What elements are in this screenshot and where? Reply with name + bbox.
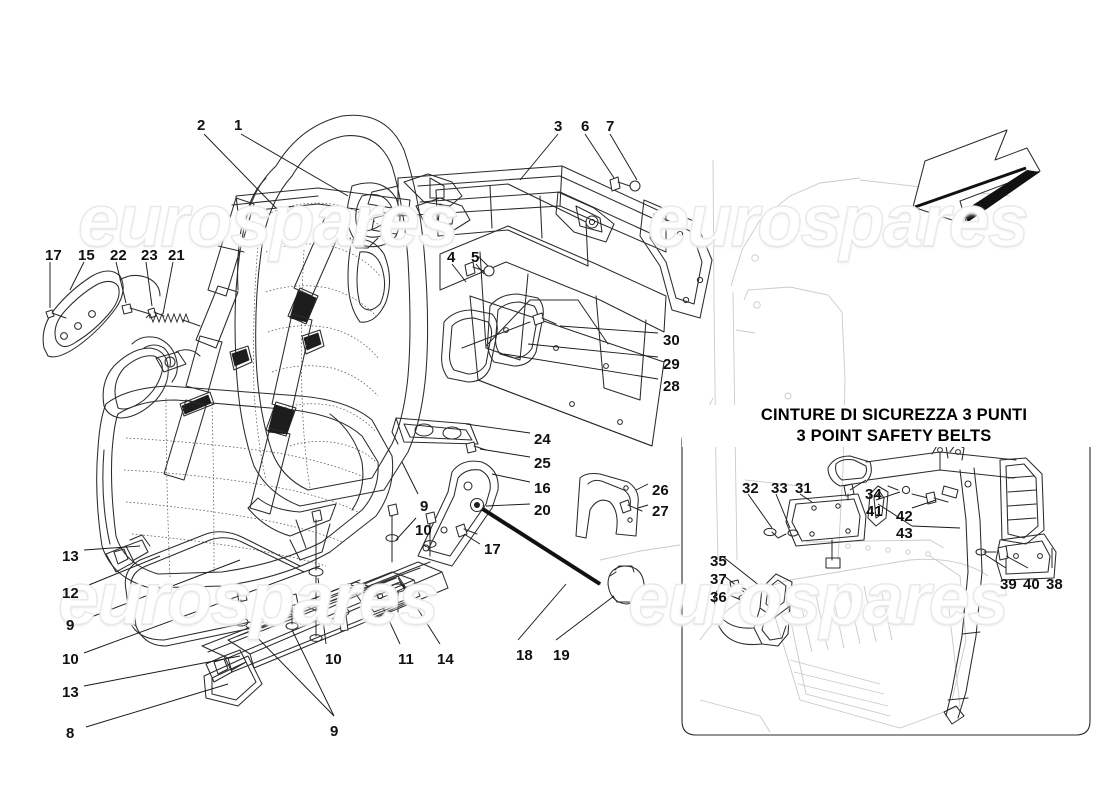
callout-number-5: 5	[471, 249, 480, 266]
recliner-plate	[417, 460, 602, 586]
callout-number-8: 8	[66, 725, 75, 742]
inset-leader-lines	[721, 479, 1053, 603]
callout-number-34: 34	[865, 486, 882, 503]
harness-straps	[163, 187, 411, 561]
callout-number-27: 27	[652, 503, 669, 520]
callout-number-21: 21	[168, 247, 185, 264]
callout-number-38: 38	[1046, 576, 1063, 593]
callout-number-17: 17	[484, 541, 501, 558]
callout-number-1: 1	[234, 117, 243, 134]
callout-number-14: 14	[437, 651, 454, 668]
leader-lines	[49, 133, 659, 728]
callout-number-13: 13	[62, 548, 79, 565]
callout-number-10: 10	[415, 522, 432, 539]
callout-number-29: 29	[663, 356, 680, 373]
callout-number-26: 26	[652, 482, 669, 499]
callout-number-18: 18	[516, 647, 533, 664]
callout-number-9: 9	[66, 617, 75, 634]
callout-number-25: 25	[534, 455, 551, 472]
callout-number-17: 17	[45, 247, 62, 264]
callout-number-31: 31	[795, 480, 812, 497]
callout-number-20: 20	[534, 502, 551, 519]
inset-title-italian: CINTURE DI SICUREZZA 3 PUNTI	[760, 406, 1028, 424]
callout-number-12: 12	[62, 585, 79, 602]
callout-number-24: 24	[534, 431, 551, 448]
callout-number-43: 43	[896, 525, 913, 542]
callout-number-23: 23	[141, 247, 158, 264]
belt-guide-rings	[441, 293, 557, 383]
callout-number-10: 10	[325, 651, 342, 668]
callout-number-36: 36	[710, 589, 727, 606]
fasteners-frame	[464, 176, 641, 277]
callout-number-16: 16	[534, 480, 551, 497]
seat-frame-assembly	[367, 165, 713, 447]
inset-artwork	[699, 443, 1057, 733]
callout-number-11: 11	[398, 651, 414, 668]
adjuster-knob-19	[607, 565, 645, 605]
inset-title: CINTURE DI SICUREZZA 3 PUNTI 3 POINT SAF…	[682, 405, 1100, 448]
callout-number-42: 42	[896, 508, 913, 525]
callout-number-15: 15	[78, 247, 95, 264]
callout-number-9: 9	[330, 723, 339, 740]
callout-number-32: 32	[742, 480, 759, 497]
callout-number-35: 35	[710, 553, 727, 570]
callout-number-13: 13	[62, 684, 79, 701]
callout-number-22: 22	[110, 247, 127, 264]
callout-number-4: 4	[447, 249, 456, 266]
callout-number-2: 2	[197, 117, 206, 134]
racing-seat	[42, 114, 429, 589]
callout-number-39: 39	[1000, 576, 1017, 593]
callout-number-9: 9	[420, 498, 429, 515]
callout-number-40: 40	[1023, 576, 1040, 593]
callout-number-7: 7	[606, 118, 615, 135]
inset-title-english: 3 POINT SAFETY BELTS	[796, 427, 992, 446]
callout-number-37: 37	[710, 571, 727, 588]
fasteners-left	[45, 303, 201, 327]
backrest-bracket	[391, 417, 487, 454]
callout-number-19: 19	[553, 647, 570, 664]
hinge-cover	[575, 472, 643, 539]
callout-number-3: 3	[554, 118, 563, 135]
direction-arrow	[912, 129, 1041, 226]
callout-number-28: 28	[663, 378, 680, 395]
seat-rails	[105, 503, 449, 707]
callout-number-6: 6	[581, 118, 590, 135]
callout-number-41: 41	[866, 503, 883, 520]
callout-number-33: 33	[771, 480, 788, 497]
callout-number-30: 30	[663, 332, 680, 349]
seat-adjuster-knob	[102, 336, 201, 419]
car-body-outline	[599, 159, 1011, 561]
callout-number-10: 10	[62, 651, 79, 668]
seat-recliner-handle	[42, 270, 161, 358]
